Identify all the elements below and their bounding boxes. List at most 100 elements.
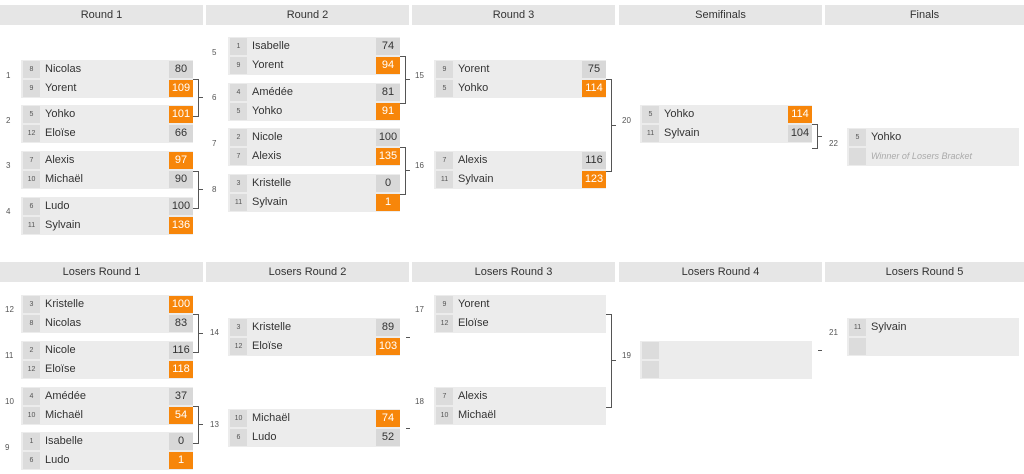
- winning-score: 91: [376, 103, 400, 120]
- participant-name: Eloïse: [252, 340, 283, 352]
- participant-name: Isabelle: [252, 40, 290, 52]
- participant-slot[interactable]: Winner of Losers Bracket: [847, 147, 1019, 166]
- seed-badge: 8: [23, 61, 40, 78]
- header-round-2: Round 2: [206, 5, 409, 25]
- seed-badge: 4: [230, 84, 247, 101]
- seed-badge: 3: [230, 319, 247, 336]
- match-number: 17: [415, 305, 424, 314]
- score: 37: [169, 388, 193, 405]
- header-losers-round-3: Losers Round 3: [412, 262, 615, 282]
- bracket-connector: [193, 314, 199, 353]
- winning-score: 114: [788, 106, 812, 123]
- bracket-connector-stub: [406, 170, 410, 171]
- score: 90: [169, 171, 193, 188]
- score: 66: [169, 125, 193, 142]
- match-19[interactable]: [640, 341, 812, 379]
- participant-name: Yorent: [458, 63, 490, 75]
- bracket-connector: [193, 79, 199, 117]
- incoming-connector: [818, 350, 822, 351]
- match-number: 4: [6, 207, 11, 216]
- seed-badge: 11: [230, 194, 247, 211]
- seed-badge: 10: [230, 410, 247, 427]
- participant-name: Yohko: [871, 131, 902, 143]
- match-number: 21: [829, 328, 838, 337]
- winning-score: 103: [376, 338, 400, 355]
- header-losers-round-4: Losers Round 4: [619, 262, 822, 282]
- participant-slot[interactable]: [847, 337, 1019, 356]
- seed-badge: 12: [23, 125, 40, 142]
- seed-badge: 7: [436, 388, 453, 405]
- participant-name: Nicolas: [45, 317, 82, 329]
- score: 52: [376, 429, 400, 446]
- seed-badge: 5: [23, 106, 40, 123]
- participant-slot[interactable]: [640, 341, 812, 360]
- winning-score: 135: [376, 148, 400, 165]
- participant-slot[interactable]: [640, 360, 812, 379]
- header-losers-round-2: Losers Round 2: [206, 262, 409, 282]
- participant-name: Sylvain: [664, 127, 700, 139]
- seed-badge: 10: [436, 407, 453, 424]
